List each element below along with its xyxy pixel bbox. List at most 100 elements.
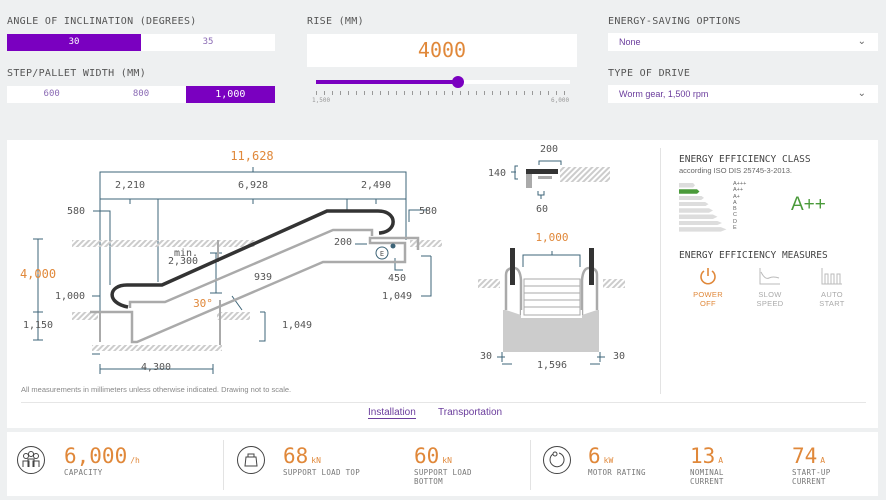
energy-class-value: A++	[791, 194, 826, 215]
dim-4300: 4,300	[141, 362, 171, 373]
stat-unit: kW	[603, 456, 614, 465]
stat-unit: A	[718, 456, 724, 465]
stat-value: 74	[792, 444, 818, 468]
energy-class-bar	[679, 220, 722, 226]
angle-label: ANGLE OF INCLINATION (DEGREES)	[7, 16, 197, 27]
drive-value: Worm gear, 1,500 rpm	[619, 89, 709, 99]
divider	[530, 440, 531, 490]
energy-class-bar	[679, 189, 700, 194]
stat-value: 6,000	[64, 444, 128, 468]
width-selector: 600 800 1,000	[7, 86, 275, 103]
dim-top-right: 580	[419, 206, 437, 217]
energy-class-row: E	[679, 225, 759, 232]
divider	[660, 148, 661, 394]
slow-speed-icon	[759, 268, 780, 285]
front-width: 1,000	[535, 231, 568, 244]
front-total: 1,596	[537, 360, 567, 371]
angle-selector: 30 35	[7, 34, 275, 51]
stat-value: 60	[414, 444, 440, 468]
energy-class-label: D	[733, 218, 737, 225]
tab-transportation[interactable]: Transportation	[438, 407, 503, 418]
drive-select[interactable]: Worm gear, 1,500 rpm⌄	[608, 85, 878, 103]
energy-class-row: B	[679, 206, 759, 213]
dim-seg-mid: 6,928	[238, 180, 268, 191]
front-30-right: 30	[613, 351, 625, 362]
dim-min-value: 2,300	[168, 256, 198, 267]
width-label: STEP/PALLET WIDTH (MM)	[7, 68, 147, 79]
energy-class-bar	[679, 195, 704, 201]
energy-class-label: A+	[733, 193, 740, 200]
energy-class-label: C	[733, 212, 737, 219]
drive-label: TYPE OF DRIVE	[608, 68, 691, 79]
dim-seg-right: 2,490	[361, 180, 391, 191]
dim-total-length: 11,628	[230, 149, 273, 163]
motor-icon	[543, 446, 571, 474]
energy-saving-select[interactable]: None⌄	[608, 33, 878, 51]
dim-450: 450	[388, 273, 406, 284]
stat-label: CAPACITY	[64, 468, 103, 477]
stat-label: SUPPORT LOAD TOP	[283, 468, 361, 477]
divider	[21, 402, 866, 403]
measure-label: SLOW SPEED	[756, 290, 784, 308]
angle-option-30[interactable]: 30	[7, 34, 141, 51]
slider-min: 1,500	[312, 97, 331, 104]
energy-measures-title: ENERGY EFFICIENCY MEASURES	[679, 250, 828, 261]
rise-slider-handle[interactable]	[452, 76, 465, 88]
auto-start-icon	[821, 268, 842, 285]
energy-class-row: A+	[679, 193, 759, 201]
stat-unit: /h	[130, 456, 140, 465]
energy-saving-label: ENERGY-SAVING OPTIONS	[608, 16, 741, 27]
dim-200: 200	[334, 237, 352, 248]
width-option-800[interactable]: 800	[132, 89, 150, 99]
front-30-left: 30	[480, 351, 492, 362]
stat-label: SUPPORT LOAD BOTTOM	[414, 468, 472, 486]
measure-slow-speed[interactable]: SLOW SPEED	[748, 266, 792, 308]
energy-class-subtitle: according ISO DIS 25745-3-2013.	[679, 166, 792, 175]
rise-label: RISE (MM)	[307, 16, 364, 27]
stat-unit: kN	[311, 456, 321, 465]
energy-class-bar	[679, 183, 695, 188]
measure-power-off[interactable]: POWER OFF	[684, 266, 732, 308]
energy-class-bar	[679, 214, 718, 219]
angle-option-35[interactable]: 35	[202, 37, 214, 47]
energy-saving-value: None	[619, 37, 641, 47]
stats-panel	[7, 432, 878, 496]
energy-class-bar	[679, 201, 709, 207]
width-option-1000[interactable]: 1,000	[185, 86, 275, 103]
energy-class-row: A	[679, 199, 759, 207]
energy-class-bar	[679, 208, 713, 213]
escalator-drawing: E 11,628 2,210 6,928 2,490 580 580 4,000…	[20, 144, 625, 374]
stat-value: 6	[588, 444, 601, 468]
rise-input[interactable]: 4000	[307, 34, 577, 67]
energy-class-bar	[679, 227, 727, 232]
power-icon	[700, 268, 716, 285]
energy-class-label: E	[733, 225, 737, 232]
weight-icon	[237, 446, 265, 474]
e-label: E	[380, 250, 384, 258]
energy-class-label: A+++	[733, 181, 747, 187]
detail-140: 140	[488, 168, 506, 179]
stat-label: MOTOR RATING	[588, 468, 646, 477]
stat-label: START-UP CURRENT	[792, 468, 831, 486]
energy-class-row: A++	[679, 187, 759, 194]
energy-class-label: B	[733, 206, 737, 213]
energy-class-title: ENERGY EFFICIENCY CLASS	[679, 154, 811, 165]
measure-auto-start[interactable]: AUTO START	[810, 266, 854, 308]
stat-value: 13	[690, 444, 716, 468]
width-option-600[interactable]: 600	[43, 89, 60, 99]
dim-rise: 4,000	[20, 267, 56, 281]
rise-slider-track[interactable]	[316, 76, 570, 88]
people-icon	[17, 446, 45, 474]
energy-class-label: A	[733, 199, 737, 206]
divider	[223, 440, 224, 490]
stat-value: 68	[283, 444, 309, 468]
energy-class-label: A++	[733, 187, 744, 194]
energy-class-row: D	[679, 218, 759, 226]
tab-installation[interactable]: Installation	[368, 407, 416, 419]
